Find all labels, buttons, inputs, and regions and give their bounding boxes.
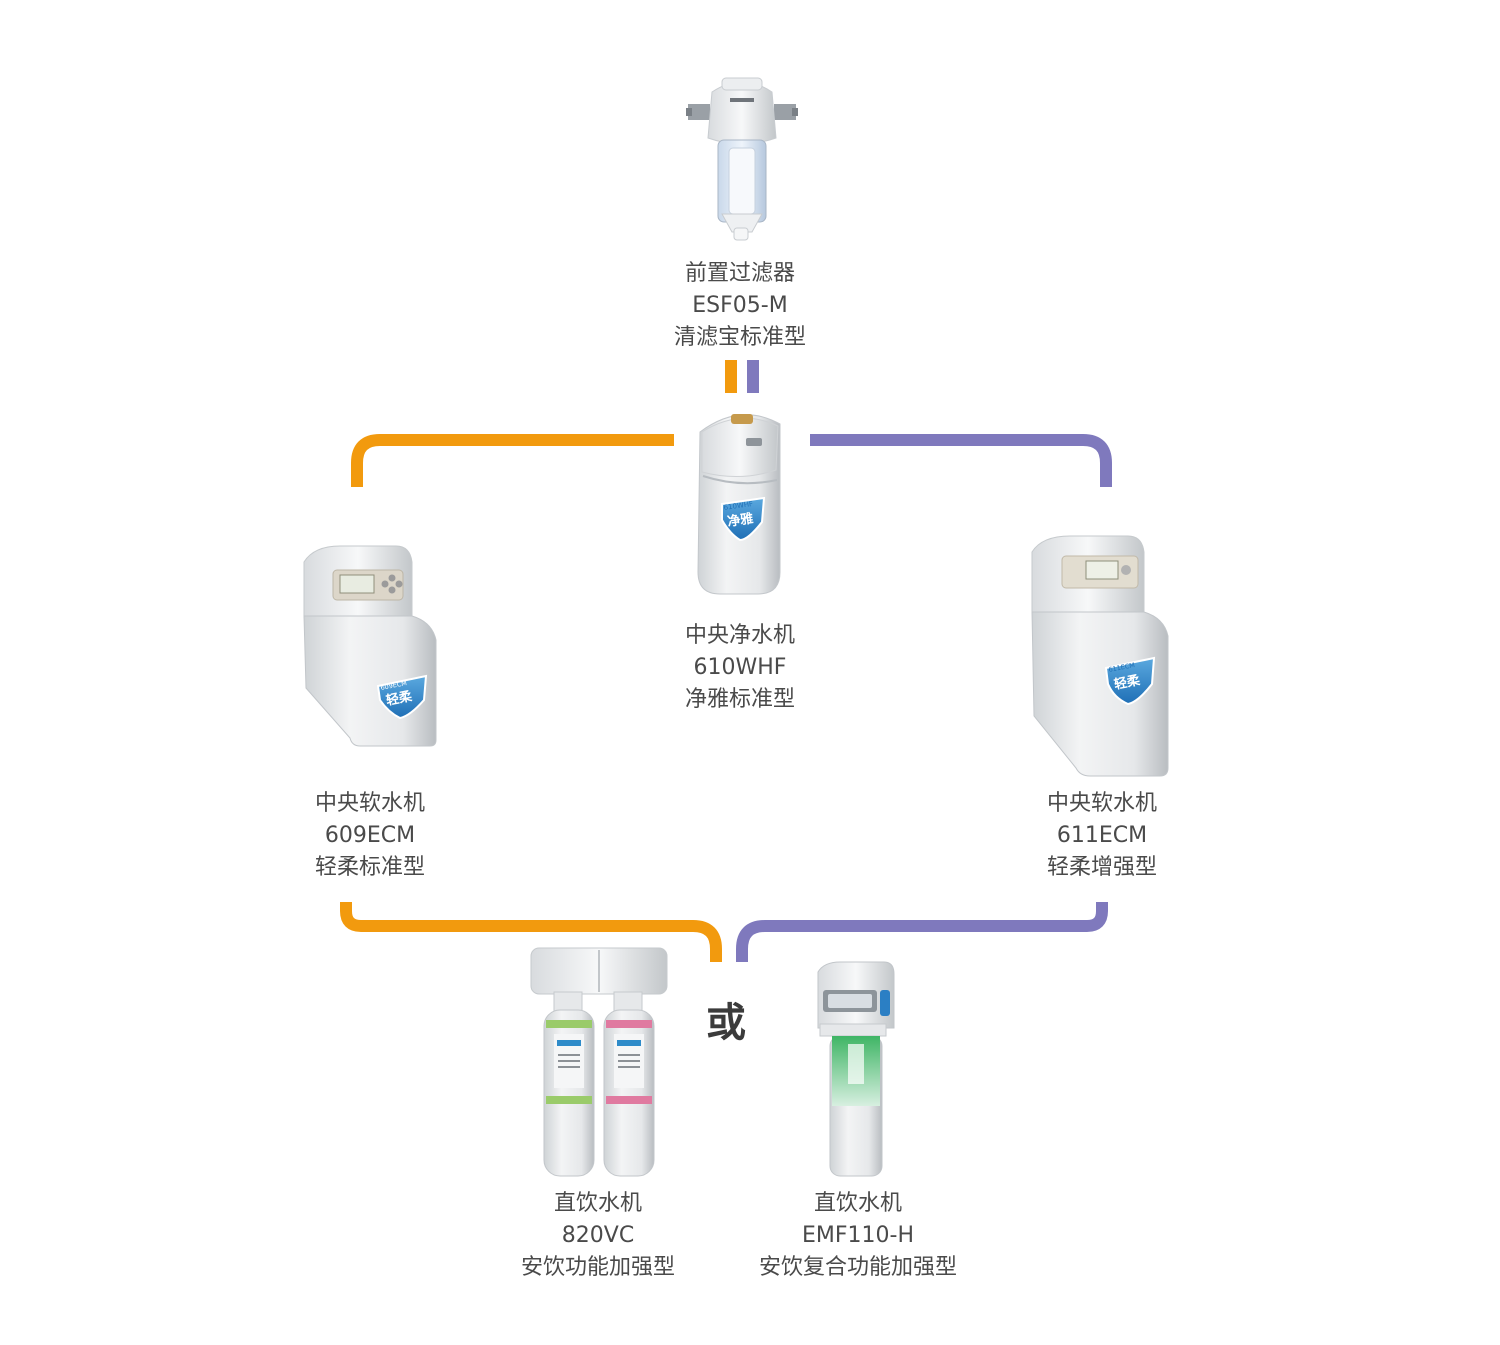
pre-filter-category: 前置过滤器 bbox=[684, 261, 795, 286]
or-label: 或 bbox=[706, 1000, 746, 1046]
softener-611ecm-model: 611ECM bbox=[1056, 823, 1148, 848]
softener-609ecm-image: 609ECM 轻柔 bbox=[303, 545, 437, 747]
softener-611ecm-series: 轻柔增强型 bbox=[1046, 855, 1157, 880]
softener-611ecm-badge-text: 轻柔 bbox=[1113, 672, 1143, 693]
softener-609ecm-series: 轻柔标准型 bbox=[314, 855, 425, 880]
connector-611ecm-to-emf110 bbox=[736, 902, 1108, 962]
central-purifier-image: 610WHF 净雅 bbox=[697, 414, 781, 595]
central-purifier-series: 净雅标准型 bbox=[684, 687, 795, 712]
central-purifier-category: 中央净水机 bbox=[684, 623, 795, 648]
label-central-purifier: 中央净水机 610WHF 净雅标准型 bbox=[590, 620, 890, 716]
label-softener-611ecm: 中央软水机 611ECM 轻柔增强型 bbox=[952, 788, 1252, 884]
central-purifier-model: 610WHF bbox=[693, 655, 787, 680]
softener-611ecm-image: 611ECM 轻柔 bbox=[1031, 535, 1169, 777]
purifier-badge-text: 净雅 bbox=[726, 510, 754, 529]
label-pre-filter: 前置过滤器 ESF05-M 清滤宝标准型 bbox=[590, 258, 890, 354]
vertical-connector-orange bbox=[725, 360, 737, 393]
pre-filter-series: 清滤宝标准型 bbox=[673, 325, 806, 350]
pre-filter-image bbox=[686, 77, 798, 241]
label-drinking-emf110h: 直饮水机 EMF110-H 安饮复合功能加强型 bbox=[708, 1188, 1008, 1284]
drinking-820vc-category: 直饮水机 bbox=[553, 1191, 642, 1216]
softener-611ecm-category: 中央软水机 bbox=[1046, 791, 1157, 816]
vertical-connector-purple bbox=[747, 360, 759, 393]
softener-609ecm-category: 中央软水机 bbox=[314, 791, 425, 816]
drinking-820vc-image bbox=[530, 947, 668, 1177]
label-drinking-820vc: 直饮水机 820VC 安饮功能加强型 bbox=[448, 1188, 748, 1284]
label-softener-609ecm: 中央软水机 609ECM 轻柔标准型 bbox=[220, 788, 520, 884]
pre-filter-model: ESF05-M bbox=[692, 293, 788, 318]
connector-lines bbox=[340, 360, 1112, 962]
softener-609ecm-model: 609ECM bbox=[324, 823, 416, 848]
drinking-emf110h-category: 直饮水机 bbox=[813, 1191, 902, 1216]
softener-609ecm-badge-text: 轻柔 bbox=[385, 688, 415, 709]
drinking-emf110h-series: 安饮复合功能加强型 bbox=[758, 1255, 957, 1280]
drinking-emf110h-image bbox=[817, 961, 895, 1177]
drinking-820vc-series: 安饮功能加强型 bbox=[520, 1255, 675, 1280]
drinking-emf110h-model: EMF110-H bbox=[801, 1223, 914, 1248]
connector-to-611ecm bbox=[810, 434, 1112, 487]
connector-to-609ecm bbox=[351, 434, 674, 487]
connector-609ecm-to-820vc bbox=[340, 902, 722, 962]
drinking-820vc-model: 820VC bbox=[561, 1223, 635, 1248]
